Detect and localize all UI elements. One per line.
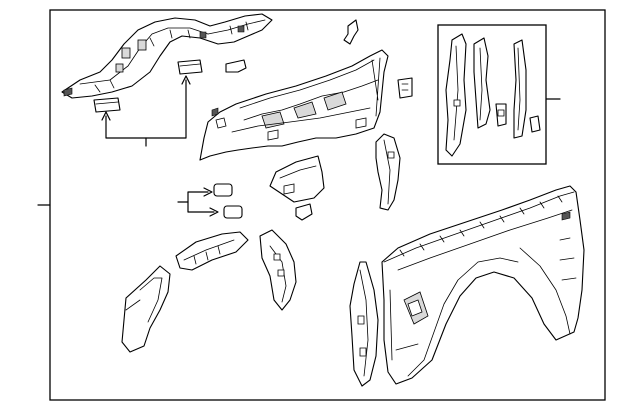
inset-reinforcement-4 bbox=[513, 39, 527, 139]
top-clip bbox=[343, 19, 359, 45]
rail-leader bbox=[101, 75, 191, 147]
front-pillar-clip bbox=[397, 77, 413, 99]
inset-reinforcement-2 bbox=[473, 37, 491, 129]
plug-upper bbox=[213, 183, 233, 197]
inset-clip bbox=[529, 115, 541, 133]
small-clip bbox=[225, 59, 247, 73]
front-pillar-panel bbox=[269, 155, 325, 203]
side-pillar-inner bbox=[349, 261, 379, 387]
vertical-reinforcement bbox=[375, 133, 401, 211]
small-bracket bbox=[295, 203, 313, 221]
rear-corner-panel bbox=[121, 265, 171, 353]
inset-reinforcement-1 bbox=[445, 33, 467, 157]
upper-rail-assembly bbox=[61, 13, 273, 99]
inner-side-panel bbox=[199, 49, 389, 161]
outer-box-side-panel bbox=[381, 185, 585, 385]
wheelhouse-inner bbox=[175, 231, 249, 271]
plug-group bbox=[177, 187, 219, 217]
plug-lower bbox=[223, 205, 243, 219]
rail-bracket-right bbox=[177, 59, 203, 75]
wheelhouse-outer-liner bbox=[259, 229, 297, 311]
rail-bracket-left bbox=[93, 97, 121, 113]
inset-reinforcement-3 bbox=[495, 103, 507, 127]
